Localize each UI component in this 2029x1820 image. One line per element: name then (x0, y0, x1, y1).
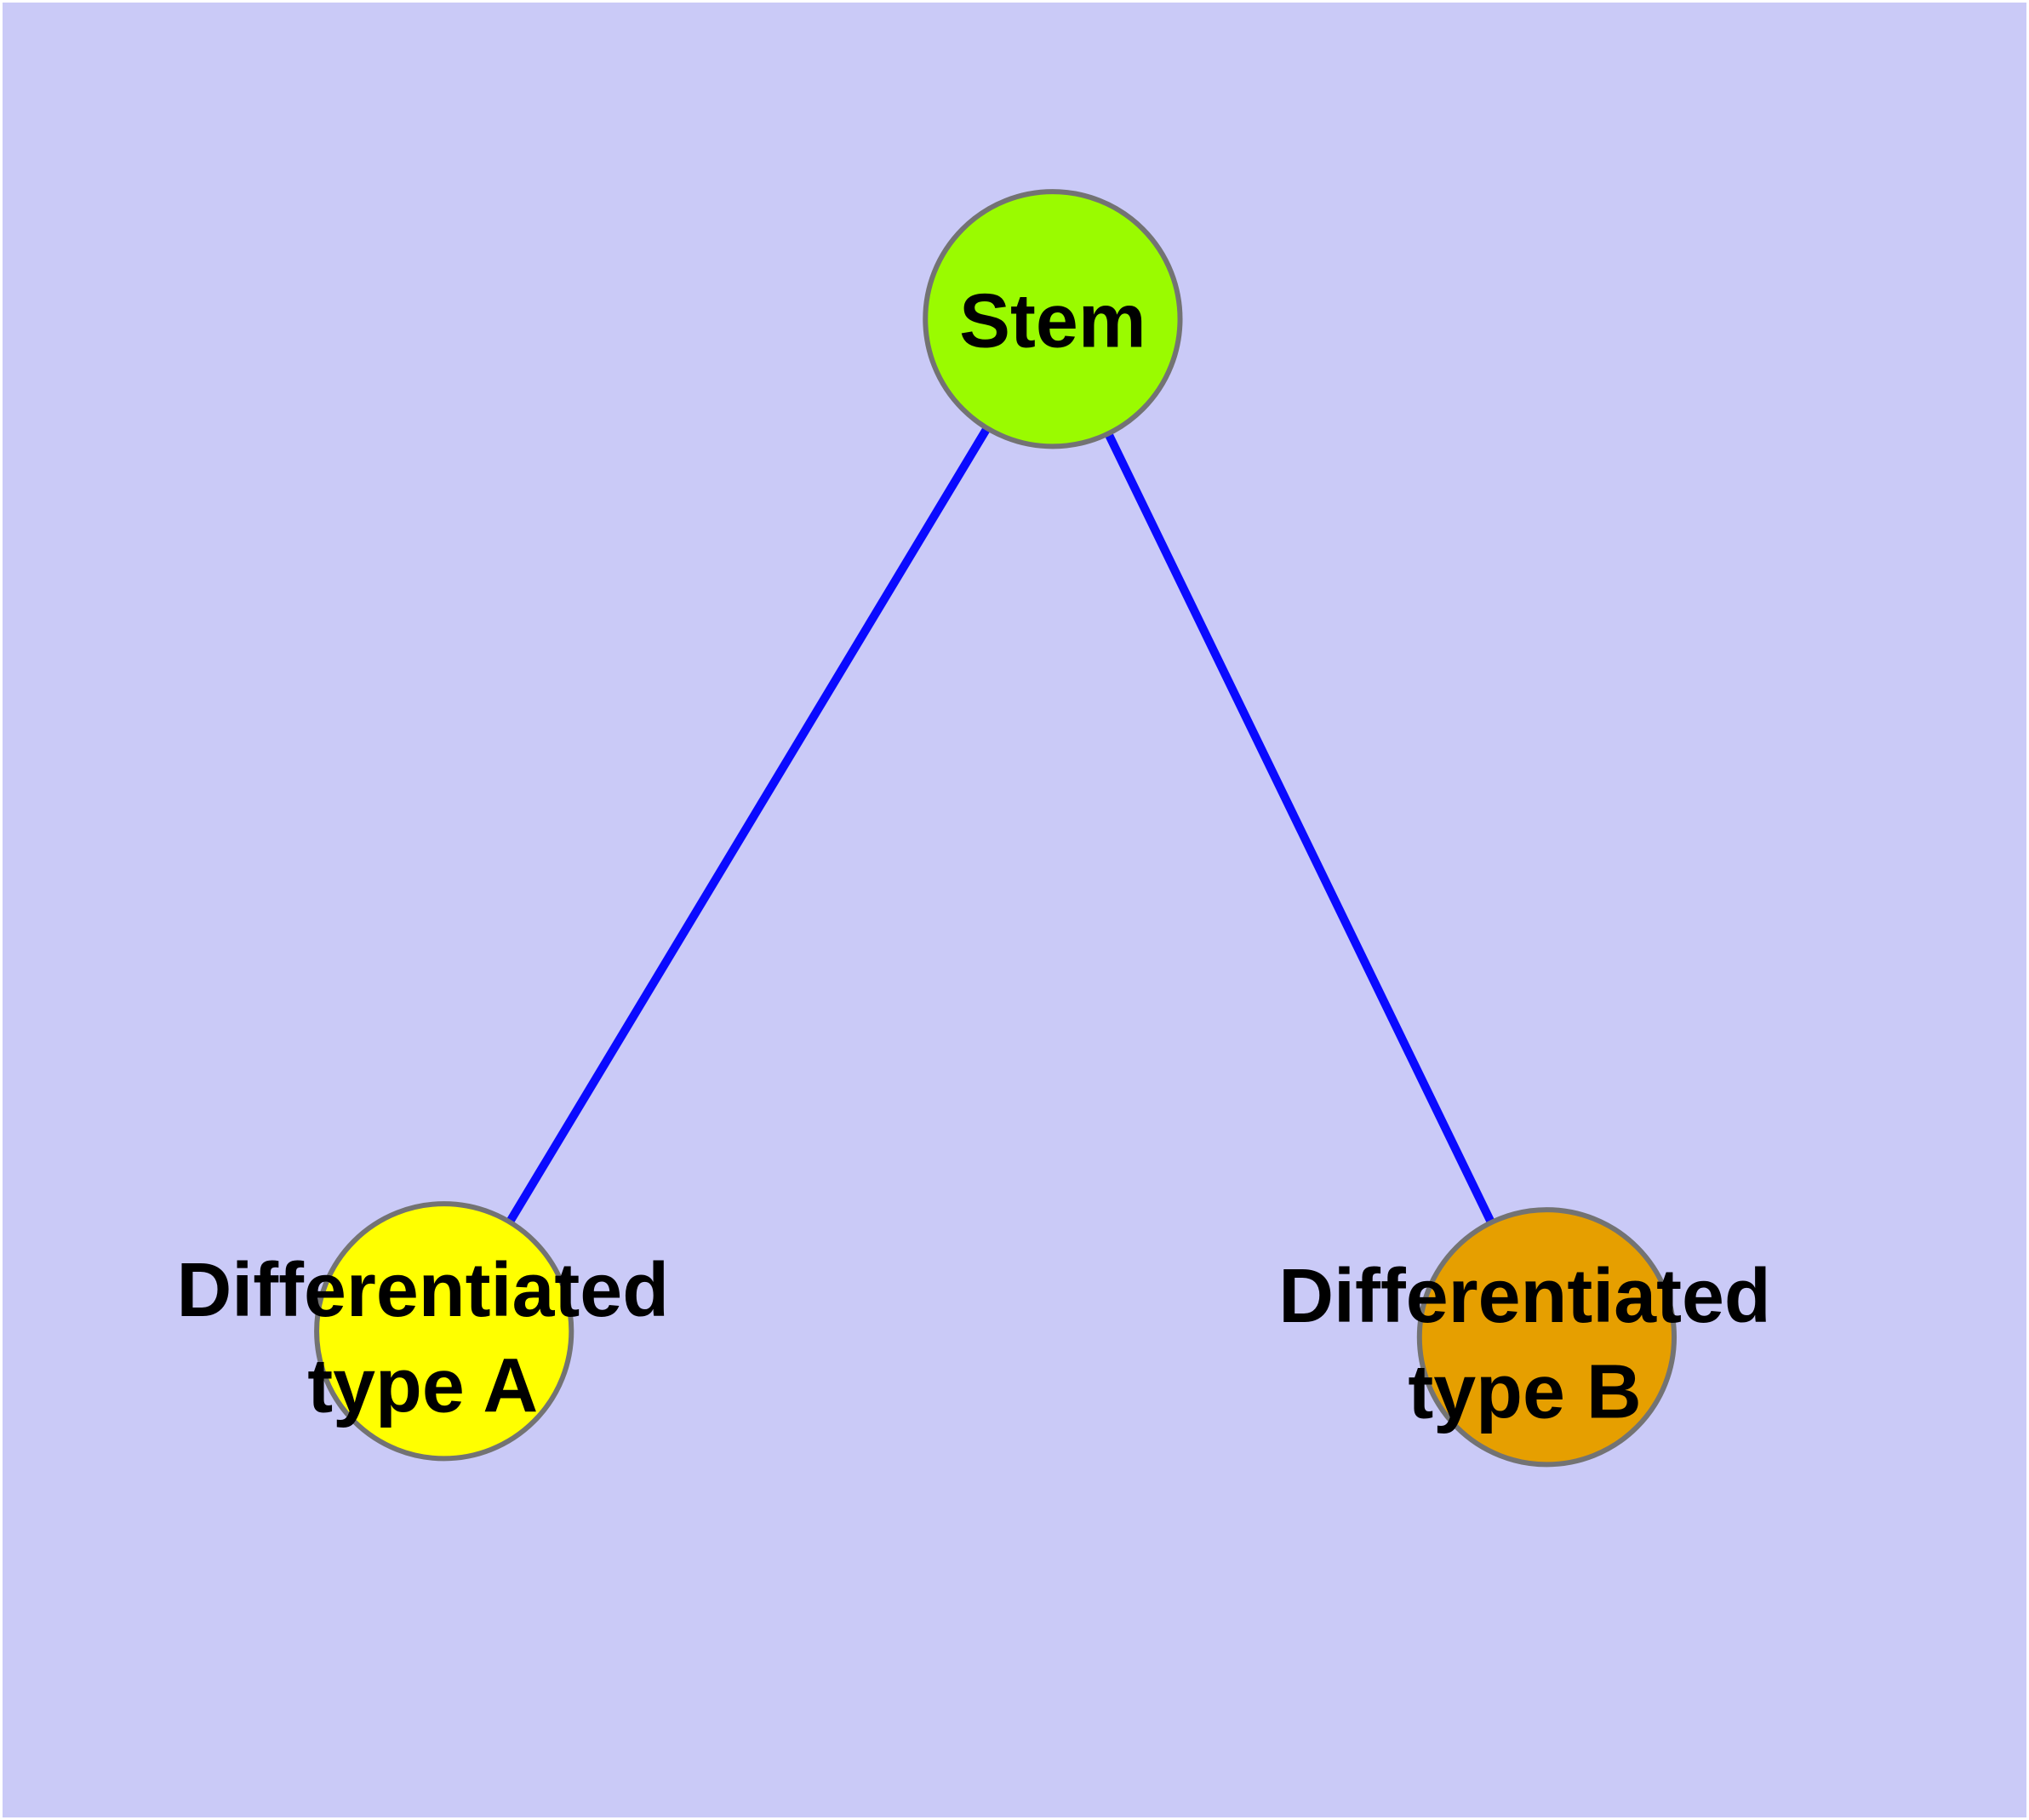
node-circle-type-b (1416, 1207, 1677, 1468)
node-label-type-a-line1: Differentiated (176, 1248, 669, 1333)
graph-diagram: Stem Differentiated type A Differentiate… (176, 189, 1771, 1468)
node-label-type-b-line2: type B (1408, 1349, 1641, 1434)
node-circle-type-a (314, 1201, 574, 1462)
edge-stem-to-type-a (440, 317, 1057, 1334)
edge-stem-to-type-b (1049, 317, 1551, 1339)
node-label-stem: Stem (959, 279, 1146, 364)
node-label-type-a-line2: type A (307, 1344, 538, 1429)
node-label-type-b-line1: Differentiated (1278, 1254, 1771, 1339)
node-circle-stem (923, 189, 1183, 449)
